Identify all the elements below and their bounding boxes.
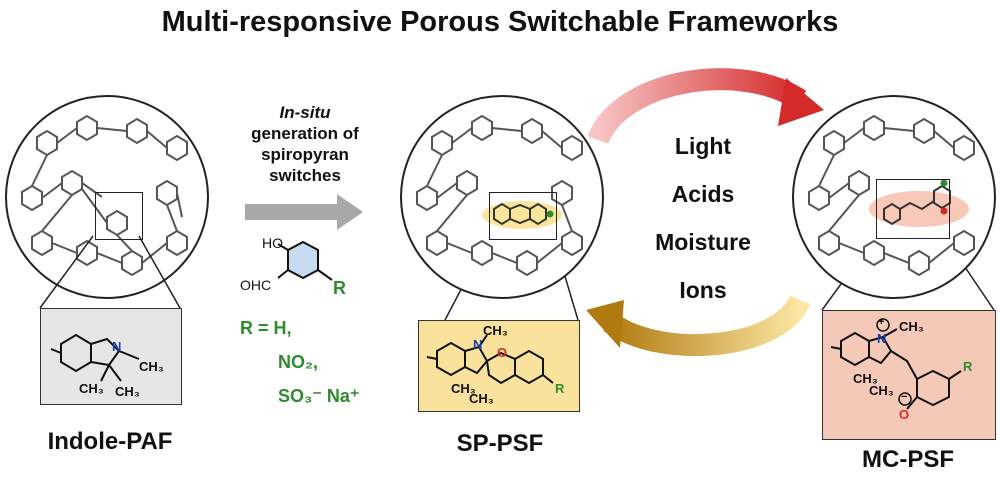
- mc-highlight-box: [876, 179, 950, 239]
- reagent-r: R: [333, 278, 346, 298]
- mc-ch3-label-2: CH₃: [869, 383, 894, 398]
- stimuli-list: Light Acids Moisture Ions: [628, 122, 778, 314]
- switching-cycle-arrows: [586, 68, 824, 356]
- gray-reaction-arrow: [245, 194, 363, 230]
- sp-structure-panel: N CH₃ O CH₃ CH₃ R: [418, 320, 580, 412]
- mc-o-label: O: [899, 407, 910, 422]
- sp-n-label: N: [473, 337, 483, 352]
- figure-title: Multi-responsive Porous Switchable Frame…: [161, 6, 839, 38]
- spiropyran-structure-drawing: [426, 334, 554, 385]
- sp-highlight-box: [489, 192, 557, 240]
- indole-structure-drawing: [50, 333, 140, 382]
- sp-r-label: R: [555, 381, 565, 396]
- mc-ch3-n-label: CH₃: [899, 319, 924, 334]
- step-line-4: switches: [269, 166, 341, 185]
- sp-o-label: O: [497, 345, 508, 360]
- sp-psf-framework-circle: [400, 95, 604, 299]
- framework-network-illustration: [416, 114, 583, 277]
- sp-ch3-n-label: CH₃: [483, 323, 508, 338]
- sp-psf-label: SP-PSF: [456, 430, 544, 457]
- indole-ch3-label-3: CH₃: [115, 384, 140, 399]
- sp-ch3-label-1: CH₃: [451, 381, 476, 396]
- mc-ch3-label-1: CH₃: [853, 371, 878, 386]
- reagent-no2: NO₂,: [278, 352, 318, 372]
- indole-ch3-label-1: CH₃: [139, 359, 164, 374]
- mc-n-label: N: [877, 331, 887, 346]
- stimulus-acids: Acids: [671, 181, 735, 207]
- mc-plus-label: +: [878, 316, 885, 328]
- indole-highlight-box: [95, 192, 143, 240]
- synthesis-step-text: In-situ generation of spiropyran switche…: [240, 102, 370, 186]
- indole-paf-framework-circle: [5, 95, 209, 299]
- indole-structure-panel: N CH₃ CH₃ CH₃: [40, 308, 182, 405]
- salicylaldehyde-structure: [277, 240, 333, 281]
- reagent-so3: SO₃⁻ Na⁺: [278, 386, 360, 406]
- step-line-3: spiropyran: [261, 145, 349, 164]
- stimulus-moisture: Moisture: [655, 229, 751, 255]
- framework-network-illustration: [808, 114, 975, 277]
- step-line-1: In-situ: [279, 103, 331, 122]
- sp-ch3-label-2: CH₃: [469, 391, 494, 406]
- indole-paf-label: Indole-PAF: [47, 428, 173, 455]
- reagent-ohc: OHC: [240, 277, 272, 293]
- stimulus-ions: Ions: [679, 277, 727, 303]
- mc-structure-panel: + N CH₃ CH₃ CH₃ − O R: [822, 310, 996, 440]
- indole-ch3-label-2: CH₃: [79, 381, 104, 396]
- stimulus-light: Light: [674, 133, 732, 159]
- mc-minus-label: −: [901, 391, 908, 403]
- mc-r-label: R: [963, 359, 973, 374]
- mc-psf-label: MC-PSF: [862, 446, 954, 473]
- merocyanine-structure-drawing: [830, 318, 962, 410]
- indole-n-label: N: [112, 339, 122, 354]
- reagent-r-definition: R = H,: [240, 318, 292, 338]
- mc-psf-framework-circle: [792, 95, 996, 299]
- step-line-2: generation of: [251, 124, 359, 143]
- reagent-ho: HO: [262, 235, 283, 251]
